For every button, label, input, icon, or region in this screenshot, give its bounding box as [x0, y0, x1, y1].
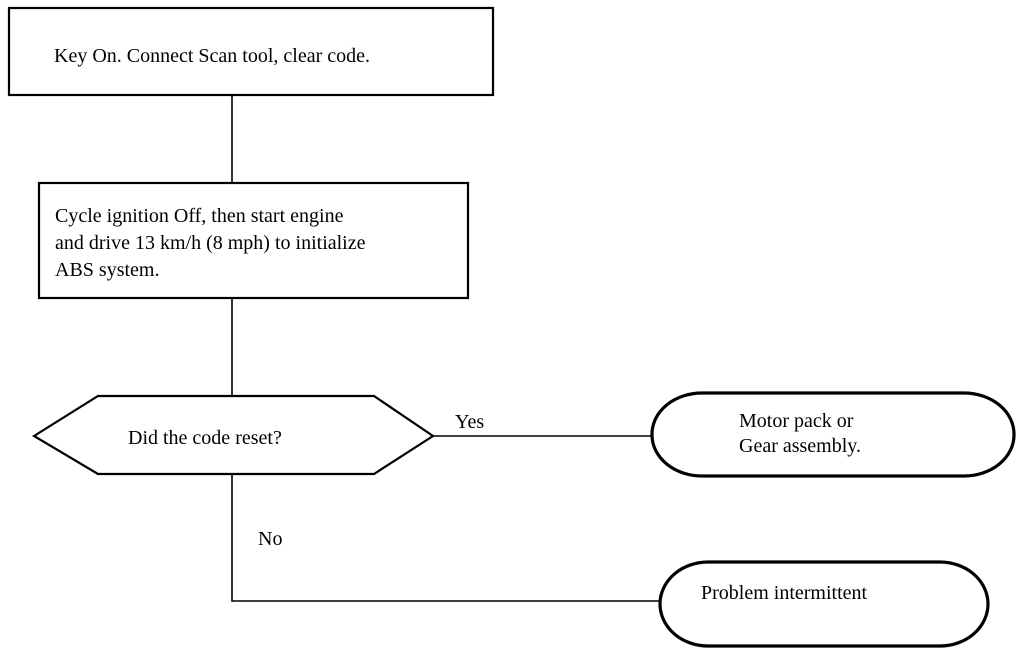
step-clear-code: Key On. Connect Scan tool, clear code. [7, 6, 495, 97]
no-label: No [258, 528, 282, 550]
yes-label: Yes [455, 411, 484, 433]
result-motor-pack-line-2: Gear assembly. [739, 435, 861, 457]
decision-code-reset: Did the code reset? [31, 394, 435, 476]
connector-no [231, 474, 660, 602]
step-clear-code-text: Key On. Connect Scan tool, clear code. [54, 45, 370, 67]
step-initialize-abs-line-3: ABS system. [55, 259, 159, 281]
result-problem-intermittent: Problem intermittent [658, 560, 990, 648]
result-motor-pack-line-1: Motor pack or [739, 410, 854, 432]
result-problem-intermittent-shape [658, 560, 990, 648]
decision-code-reset-text: Did the code reset? [128, 427, 282, 449]
decision-code-reset-shape [31, 394, 435, 476]
step-initialize-abs-line-1: Cycle ignition Off, then start engine [55, 205, 344, 227]
result-problem-intermittent-text: Problem intermittent [701, 582, 868, 604]
result-motor-pack: Motor pack or Gear assembly. [650, 391, 1016, 478]
step-clear-code-box [7, 6, 495, 97]
result-motor-pack-shape [650, 391, 1016, 478]
step-initialize-abs-box [37, 181, 470, 300]
step-initialize-abs: Cycle ignition Off, then start engine an… [37, 181, 470, 300]
step-initialize-abs-line-2: and drive 13 km/h (8 mph) to initialize [55, 232, 366, 254]
